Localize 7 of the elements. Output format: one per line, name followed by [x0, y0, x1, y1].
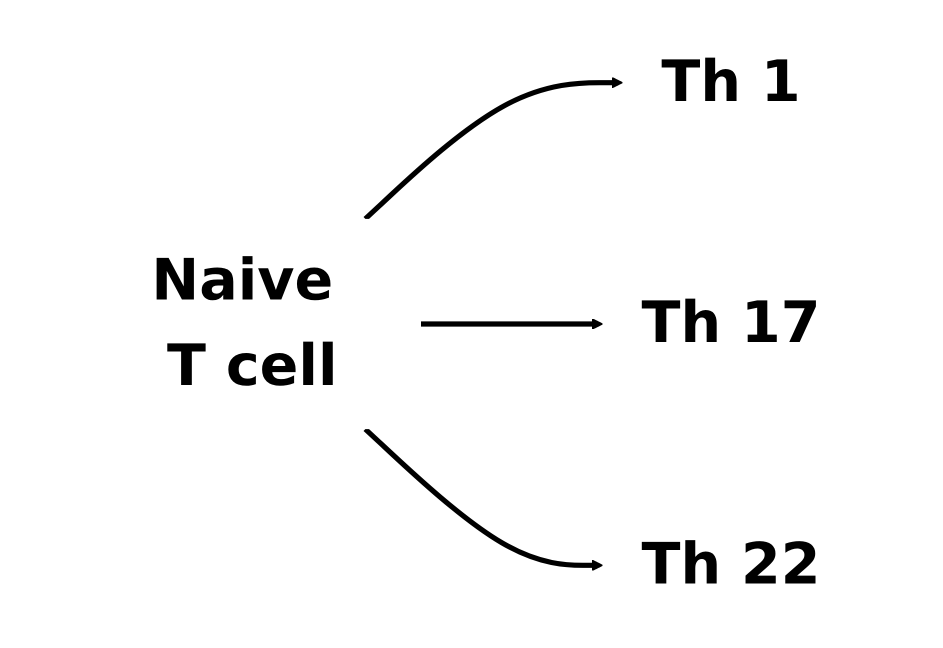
node-text: Th 22: [642, 532, 820, 598]
node-text: Naive T cell: [151, 247, 338, 400]
node-text: Th 1: [661, 48, 801, 116]
arrow: [364, 76, 623, 221]
node-text: Th 17: [642, 290, 820, 356]
arrow: [420, 318, 604, 330]
arrow: [364, 427, 604, 572]
